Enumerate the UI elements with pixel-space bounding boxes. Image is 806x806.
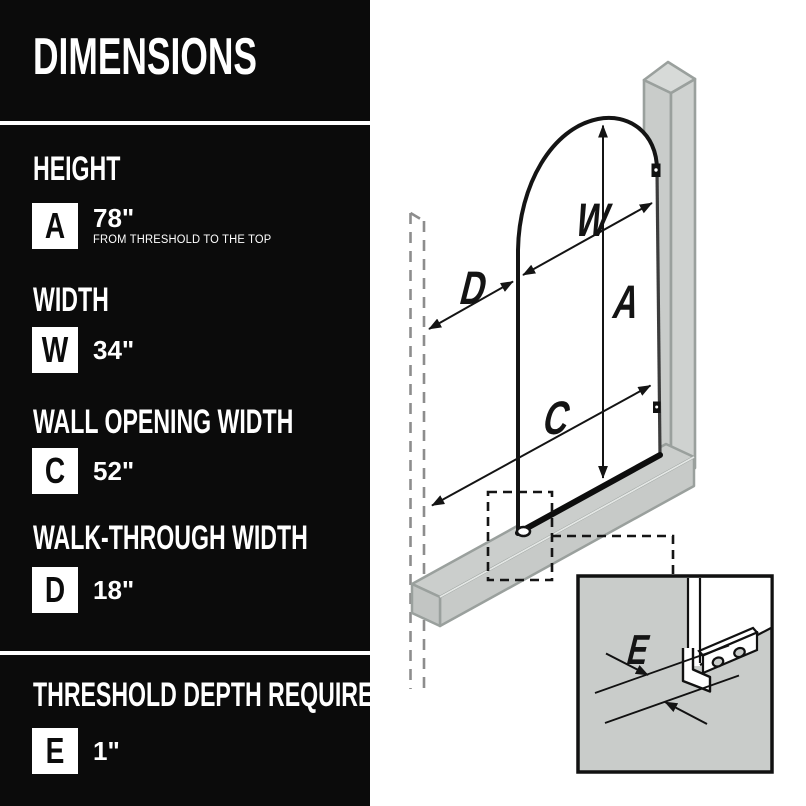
detail-inset: E [576,574,774,774]
spec-value-threshold-depth: 1" [93,728,120,774]
letter-badge-wall-opening: C [32,448,78,494]
letter-badge-walk-through: D [32,567,78,613]
spec-label-walk-through: WALK-THROUGH WIDTH [33,519,308,557]
detail-glass [688,578,771,666]
bracket-hole [733,646,746,659]
spec-value-height: 78" FROM THRESHOLD TO THE TOP [93,203,277,249]
dim-label-walk-through: D [455,261,493,314]
walk-through-value: 18" [93,575,135,605]
width-value: 34" [93,335,135,365]
threshold-depth-value: 1" [93,736,120,766]
wall-opening-value: 52" [93,456,135,486]
detail-e-arrow [605,652,649,676]
letter-badge-height: A [32,203,78,249]
spec-value-width: 34" [93,327,134,373]
page-title: DIMENSIONS [33,28,257,86]
letter-badge-threshold-depth: E [32,728,78,774]
letter-badge-width: W [32,327,78,373]
threshold-edge-line [604,674,740,724]
bottom-pivot-foot [515,525,532,538]
dimension-arrows [428,124,653,507]
spec-value-wall-opening: 52" [93,448,134,494]
dimensions-sidebar: DIMENSIONS HEIGHT A 78" FROM THRESHOLD T… [0,0,390,806]
dimension-line-wall-opening [431,384,652,507]
threshold-edge-line [594,644,730,694]
spec-label-width: WIDTH [33,281,109,319]
spec-label-threshold-depth: THRESHOLD DEPTH REQUIRED [33,676,391,714]
spec-label-height: HEIGHT [33,150,121,188]
dimension-line-width [522,202,653,276]
height-note: FROM THRESHOLD TO THE TOP [93,234,272,247]
spec-label-wall-opening: WALL OPENING WIDTH [33,403,294,441]
bracket-hole [711,656,725,668]
height-value: 78" [93,203,135,234]
detail-leader-line [552,534,675,575]
dimension-line-walk-through [428,280,514,330]
divider [0,651,370,655]
detail-e-arrow [664,701,708,725]
spec-value-walk-through: 18" [93,567,134,613]
divider [0,121,370,125]
